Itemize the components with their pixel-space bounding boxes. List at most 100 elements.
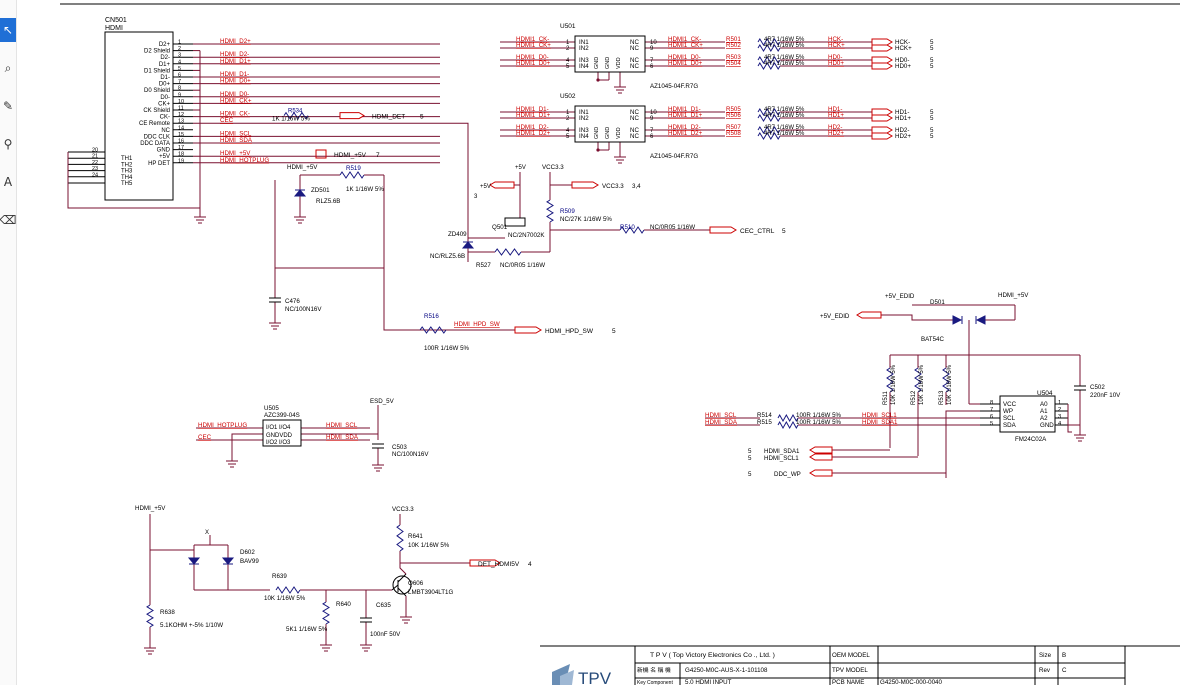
cn501-pin-number: 8 <box>178 86 181 92</box>
cn501-pin-name: CK Shield <box>143 108 170 114</box>
net-label: HDMI1_D0- <box>516 54 549 61</box>
r641-resistor <box>396 524 404 552</box>
select-tool[interactable]: ↖ <box>0 18 16 42</box>
net-label: HDMI_D2+ <box>220 38 251 45</box>
pin-number: 6 <box>650 134 654 140</box>
net-label: HDMI_CK+ <box>220 97 252 104</box>
r519-ref: R519 <box>346 165 361 172</box>
r510-ref: R510 <box>620 224 635 231</box>
c635-capacitor <box>360 617 372 623</box>
net-label: HDMI1_CK+ <box>516 42 551 49</box>
u502-ref: U502 <box>560 93 576 100</box>
cn501-th-number: 20 <box>92 148 98 154</box>
r519-resistor <box>339 171 365 179</box>
pin-name: IN1 <box>579 109 589 116</box>
probe-icon: ⚲ <box>3 137 13 151</box>
vcc33-port-label: VCC3.3 <box>602 183 624 190</box>
text-tool[interactable]: A <box>0 170 16 194</box>
zd501-value: RLZ5.6B <box>316 198 340 205</box>
q606-emitter <box>397 587 407 597</box>
pin-number: 9 <box>650 116 654 122</box>
junction-dot <box>596 148 600 152</box>
pin-name: NC <box>630 39 639 46</box>
sheet-ref: 5 <box>930 63 934 70</box>
sheet-ref: 5 <box>748 471 752 478</box>
cn501-ref: CN501 <box>105 17 127 24</box>
r640-value: 5K1 1/16W 5% <box>286 626 328 633</box>
u504-pin-name: A1 <box>1040 408 1048 415</box>
series-resistor <box>757 38 781 46</box>
det-hdmi5v-label: DET_HDMI5V <box>478 561 520 568</box>
c476-value: NC/100N16V <box>285 306 322 313</box>
pin-name: GND <box>594 127 600 139</box>
r519-value: 1K 1/16W 5% <box>346 186 384 193</box>
resistor-ref: R501 <box>726 36 741 43</box>
net-label: HDMI1_D1- <box>516 106 549 113</box>
cn501-pin-name: CK+ <box>158 101 170 107</box>
hdmi-det-label: HDMI_DET <box>372 114 405 121</box>
pin-number: 4 <box>566 128 570 134</box>
erase-tool[interactable]: ⌫ <box>0 208 16 232</box>
sda1-port-label: HDMI_SDA1 <box>764 448 800 455</box>
out-port-label: HD1- <box>895 109 909 116</box>
zoom-tool[interactable]: ⌕ <box>0 56 16 80</box>
resistor-ref: R507 <box>726 124 741 131</box>
net-label: CEC <box>220 117 234 124</box>
pin-number: 2 <box>566 116 570 122</box>
r512-resistor <box>914 367 922 393</box>
resistor-value: 4R7 1/16W 5% <box>764 107 805 113</box>
pin-number: 1 <box>566 40 570 46</box>
cn501-pin-number: 10 <box>178 99 184 105</box>
cn501-th-name: TH2 <box>121 162 133 168</box>
r640-resistor <box>322 601 330 625</box>
u504-ref: U504 <box>1037 390 1053 397</box>
d602-value: BAV99 <box>240 558 259 565</box>
v5edid-label: +5V_EDID <box>885 293 915 300</box>
vcc33-flag <box>571 181 599 189</box>
c503-ref: C503 <box>392 444 407 451</box>
u504-pin-name: WP <box>1003 408 1013 415</box>
u501-ref: U501 <box>560 23 576 30</box>
u505-pin: I/O1 I/O4 <box>266 425 291 431</box>
c503-value: NC/100N16V <box>392 451 429 458</box>
pin-name: NC <box>630 109 639 116</box>
sheet-ref: 5 <box>930 45 934 52</box>
u504-pin-name: SDA <box>1003 422 1017 429</box>
cn501-pin-number: 1 <box>178 40 181 46</box>
u504-body <box>999 395 1056 433</box>
sheet-ref: 5 <box>930 39 934 46</box>
pin-name: GND <box>605 57 611 69</box>
pin-name: NC <box>630 133 639 140</box>
sheet-title: 5.0 HDMI INPUT <box>685 679 732 685</box>
pen-tool[interactable]: ✎ <box>0 94 16 118</box>
u505-pin: GNDVDD <box>266 433 293 439</box>
net-label: HDMI_SDA1 <box>862 419 898 426</box>
cn501-pin-number: 15 <box>178 132 184 138</box>
series-resistor <box>757 132 781 140</box>
cn501-pin-name: D2 Shield <box>144 49 170 55</box>
out-net-label: HD2- <box>828 124 842 131</box>
net-label: HDMI1_D1+ <box>516 112 551 119</box>
cn501-pin-number: 4 <box>178 59 181 65</box>
hdmi-hpd-flag <box>514 326 542 334</box>
net-label: HDMI1_D2+ <box>668 130 703 137</box>
probe-tool[interactable]: ⚲ <box>0 132 16 156</box>
r527-value: NC/0R05 1/16W <box>500 262 545 269</box>
q606-collector <box>397 573 407 583</box>
u504-part: FM24C02A <box>1015 436 1047 443</box>
th-ground-wire <box>67 152 200 209</box>
resistor-ref: R505 <box>726 106 741 113</box>
cn501-pin-number: 17 <box>178 145 184 151</box>
cn501-pin-number: 12 <box>178 112 184 118</box>
out-port-label: HCK+ <box>895 45 912 52</box>
out-port-label: HCK- <box>895 39 910 46</box>
q501-body <box>504 217 526 227</box>
r513-value: 10K 1/16W 5% <box>947 364 953 405</box>
c635-value: 100nF 50V <box>370 631 401 638</box>
u504-pin-number: 3 <box>1058 414 1061 420</box>
cn501-th-name: TH4 <box>121 175 133 181</box>
cn501-th-name: TH1 <box>121 156 133 162</box>
nc-mark: X <box>205 530 209 536</box>
pin-number: 10 <box>650 40 657 46</box>
r516-resistor <box>419 326 447 334</box>
